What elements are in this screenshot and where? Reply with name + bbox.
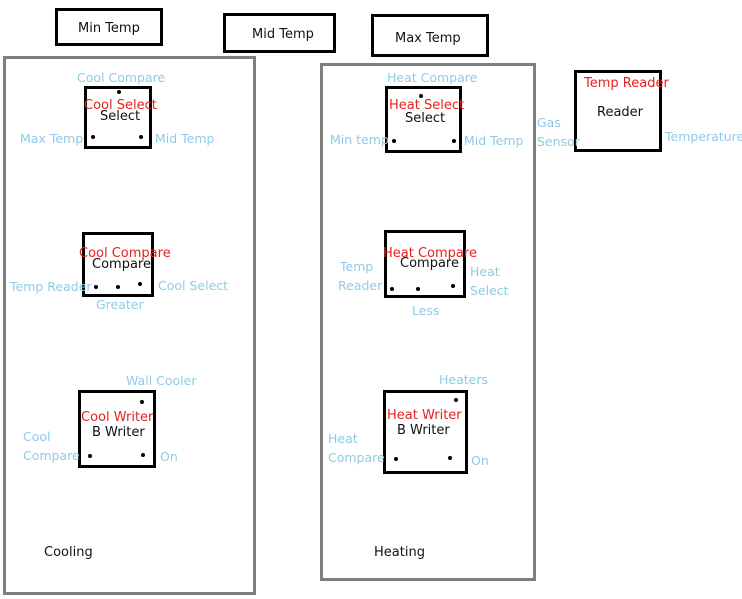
heat-select-dot-left — [392, 139, 396, 143]
cool-compare-dot-right — [138, 282, 142, 286]
mid-temp-block[interactable]: Mid Temp — [223, 13, 336, 53]
cool-compare-port-bottom: Greater — [96, 297, 144, 312]
heating-group[interactable] — [320, 63, 536, 581]
cool-writer-dot-top — [140, 400, 144, 404]
heating-group-label: Heating — [374, 545, 425, 560]
cool-writer-port-top: Wall Cooler — [126, 373, 197, 388]
cool-select-port-right: Mid Temp — [155, 131, 215, 146]
min-temp-label: Min Temp — [78, 21, 140, 36]
max-temp-label: Max Temp — [395, 31, 461, 46]
heat-compare-type: Compare — [400, 256, 459, 271]
heat-writer-title: Heat Writer — [387, 408, 462, 423]
heat-writer-dot-top — [454, 398, 458, 402]
heat-select-port-right: Mid Temp — [464, 133, 524, 148]
heat-writer-type: B Writer — [397, 423, 450, 438]
heat-writer-port-left-2: Compare — [328, 450, 385, 465]
temp-reader-block[interactable] — [574, 70, 662, 152]
temp-reader-type: Reader — [597, 105, 644, 120]
cool-compare-title: Cool Compare — [79, 246, 171, 261]
cool-select-port-left: Max Temp — [20, 131, 84, 146]
heat-compare-port-left-2: Reader — [338, 278, 383, 293]
heat-select-title: Heat Select — [389, 98, 465, 113]
heat-writer-port-right: On — [471, 453, 489, 468]
temp-reader-port-in-1: Gas — [537, 115, 561, 130]
heat-writer-dot-left — [394, 457, 398, 461]
heat-select-dot-top — [419, 94, 423, 98]
cool-writer-dot-left — [88, 454, 92, 458]
cool-writer-dot-right — [141, 453, 145, 457]
cool-compare-dot-left — [94, 285, 98, 289]
temp-reader-port-out: Temperature — [665, 129, 742, 144]
cool-select-port-top: Cool Compare — [77, 70, 166, 85]
cool-compare-type: Compare — [92, 257, 151, 272]
cool-select-type: Select — [100, 109, 141, 124]
cool-select-title: Cool Select — [84, 98, 157, 113]
heat-compare-dot-right — [451, 284, 455, 288]
heat-compare-dot-mid — [416, 287, 420, 291]
cooling-group[interactable] — [3, 56, 256, 595]
heat-compare-title: Heat Compare — [383, 246, 477, 261]
cool-select-dot-top — [117, 90, 121, 94]
cool-compare-dot-mid — [116, 285, 120, 289]
cool-select-dot-right — [139, 135, 143, 139]
heat-writer-port-left-1: Heat — [328, 431, 358, 446]
temp-reader-title: Temp Reader — [584, 76, 669, 91]
heat-select-port-left: Min temp — [330, 132, 389, 147]
heat-compare-dot-left — [390, 287, 394, 291]
min-temp-block[interactable]: Min Temp — [55, 8, 163, 46]
heat-compare-port-left-1: Temp — [340, 259, 374, 274]
heat-select-port-top: Heat Compare — [387, 70, 478, 85]
cool-writer-port-left-2: Compare — [23, 448, 80, 463]
heat-compare-port-bottom: Less — [412, 303, 440, 318]
heat-select-type: Select — [405, 111, 446, 126]
heat-writer-dot-right — [448, 456, 452, 460]
cool-writer-port-right: On — [160, 449, 178, 464]
cooling-group-label: Cooling — [44, 545, 93, 560]
cool-writer-port-left-1: Cool — [23, 429, 51, 444]
cool-compare-port-left: Temp Reader — [10, 279, 92, 294]
heat-compare-port-right-1: Heat — [470, 264, 500, 279]
heat-writer-port-top: Heaters — [439, 372, 488, 387]
cool-compare-port-right: Cool Select — [158, 278, 229, 293]
max-temp-block[interactable]: Max Temp — [371, 14, 489, 57]
mid-temp-label: Mid Temp — [252, 27, 314, 42]
cool-writer-type: B Writer — [92, 425, 145, 440]
heat-select-block[interactable] — [385, 86, 462, 153]
cool-select-dot-left — [91, 135, 95, 139]
heat-select-dot-right — [452, 139, 456, 143]
temp-reader-port-in-2: Sensor — [537, 134, 580, 149]
heat-compare-port-right-2: Select — [470, 283, 509, 298]
cool-writer-title: Cool Writer — [81, 410, 154, 425]
